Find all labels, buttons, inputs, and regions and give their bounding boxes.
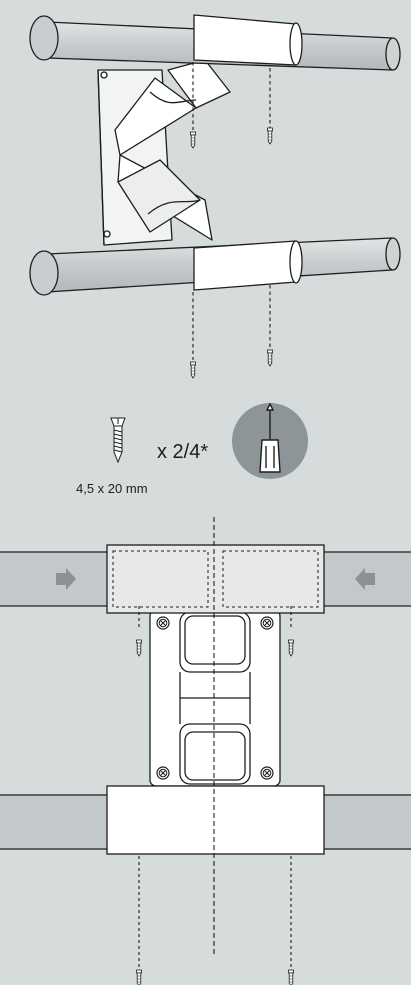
screw-guides-top: [192, 62, 271, 360]
screwdriver-icon: [232, 402, 308, 479]
screw-head-icon: [260, 766, 274, 780]
screw-quantity-label: x 2/4*: [157, 441, 209, 463]
rail-right: [324, 795, 411, 849]
front-view: [0, 544, 411, 855]
screw-icon: [110, 417, 126, 464]
rail-sleeve: [193, 240, 297, 291]
rail-end: [385, 37, 401, 71]
plate-screw: [100, 71, 108, 79]
rail-end: [29, 15, 59, 61]
screw: [267, 349, 273, 367]
screw: [136, 639, 142, 657]
screw: [136, 969, 142, 985]
screw-head-icon: [156, 616, 170, 630]
rail-sleeve: [106, 785, 325, 855]
rail-left: [0, 552, 107, 606]
plate-screw: [103, 230, 111, 238]
screw: [190, 361, 196, 379]
rail-left: [0, 795, 107, 849]
screw-guides-bottom: [138, 517, 292, 968]
screw: [190, 131, 196, 149]
rail-sleeve: [106, 544, 325, 614]
arrow-right-icon: [56, 568, 76, 590]
screw-size-label: 4,5 x 20 mm: [76, 481, 148, 496]
rail-sleeve: [193, 14, 297, 66]
rail-end: [385, 237, 401, 271]
screw-head-icon: [156, 766, 170, 780]
perspective-assembly: [29, 14, 401, 296]
rail-end: [29, 250, 59, 296]
screw-head-icon: [260, 616, 274, 630]
screw: [288, 969, 294, 985]
screw: [267, 127, 273, 145]
arrow-left-icon: [355, 568, 375, 590]
screw: [288, 639, 294, 657]
